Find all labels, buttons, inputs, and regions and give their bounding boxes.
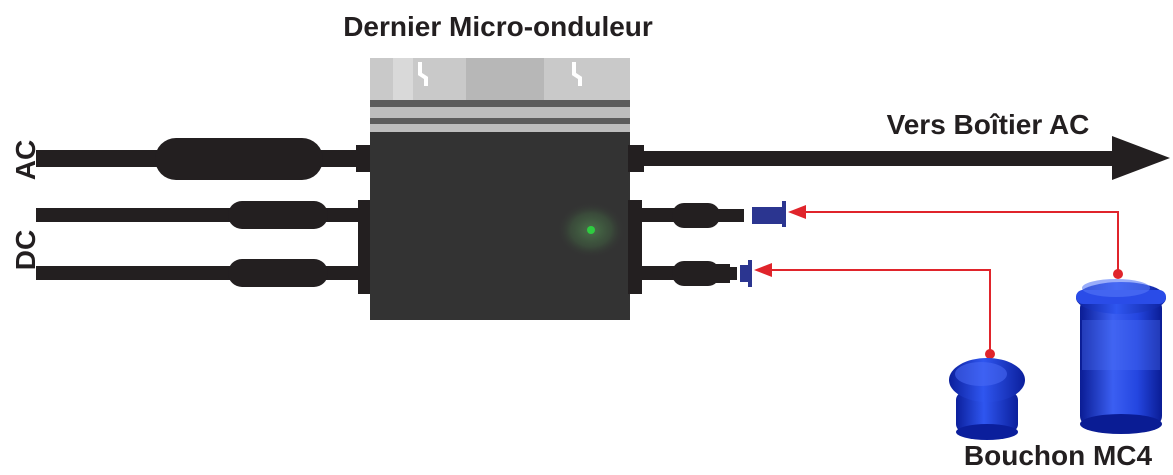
ac-output-cable [628, 136, 1170, 180]
pointer-arrow-cap [762, 269, 991, 354]
ac-side-label: AC [10, 140, 41, 180]
dc-side-label: DC [10, 230, 41, 270]
dc-output-bracket [628, 200, 642, 294]
arrow-head-icon [1112, 136, 1170, 180]
pointer-arrow-tube [796, 211, 1119, 274]
dc-input-bracket [358, 200, 372, 294]
dc-output-connector-top [640, 203, 744, 228]
dc-input-cable-bottom [36, 259, 366, 287]
dc-output-connector-bottom [640, 261, 737, 286]
mc4-cap-long-plug [752, 201, 786, 227]
output-label: Vers Boîtier AC [887, 109, 1090, 140]
micro-inverter [370, 58, 630, 320]
red-dot-icon [985, 349, 995, 359]
mc4-cap-tube-icon [1076, 279, 1166, 434]
red-dot-icon [1113, 269, 1123, 279]
ac-input-cable [36, 138, 372, 180]
red-arrow-head-icon [788, 205, 806, 219]
red-arrow-head-icon [754, 263, 772, 277]
diagram-title: Dernier Micro-onduleur [343, 11, 653, 42]
mc4-cap-short-plug [740, 260, 752, 287]
mc4-cap-short-icon [949, 358, 1025, 440]
caps-label: Bouchon MC4 [964, 440, 1153, 471]
dc-input-cable-top [36, 201, 366, 229]
status-led [587, 226, 595, 234]
